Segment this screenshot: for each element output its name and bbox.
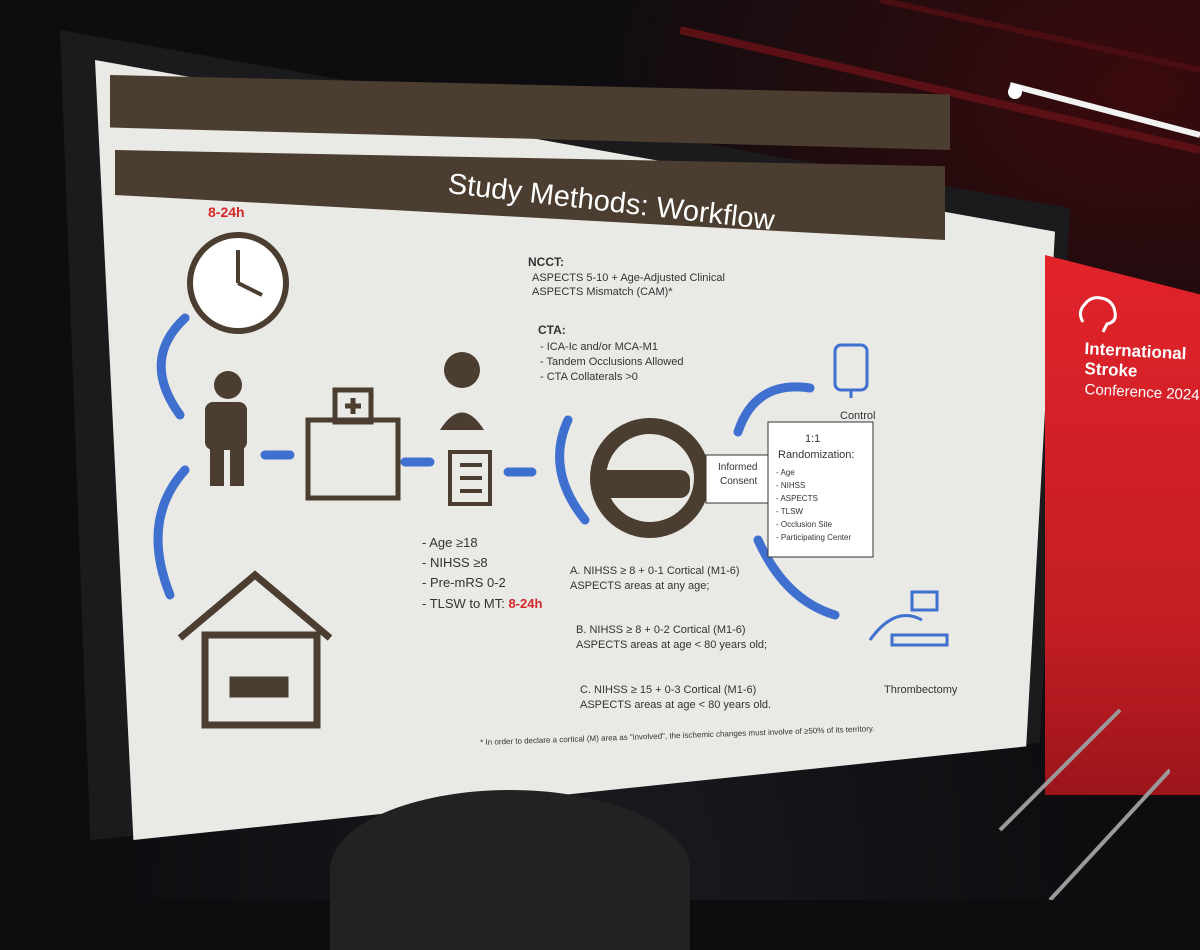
ct-scanner-icon: [590, 418, 710, 538]
clock-icon: [187, 232, 289, 334]
randomization-box: [767, 421, 874, 558]
randomization-ratio: 1:1: [805, 433, 821, 445]
ceiling-truss: [680, 0, 1200, 154]
randomization-factor: - NIHSS: [776, 481, 806, 490]
stage-light-icon: [1008, 85, 1022, 99]
patient-icon: [205, 371, 247, 486]
criteria-tlsw: - TLSW to MT: 8-24h: [422, 596, 542, 612]
option-c-line-2: ASPECTS areas at age < 80 years old.: [580, 699, 772, 711]
criteria-tlsw-window: 8-24h: [508, 596, 543, 611]
hospital-icon: [305, 387, 401, 501]
criteria-tlsw-label: - TLSW to MT:: [422, 596, 509, 611]
brain-logo-icon: [1078, 296, 1117, 333]
cta-line-2: - Tandem Occlusions Allowed: [540, 356, 684, 368]
ncct-heading: NCCT:: [528, 255, 564, 269]
randomization-factor: - Participating Center: [776, 533, 852, 542]
angiography-table-icon: [868, 590, 949, 647]
ncct-line-1: ASPECTS 5-10 + Age-Adjusted Clinical: [532, 272, 725, 284]
home-icon: [177, 570, 333, 729]
option-a-line-2: ASPECTS areas at any age;: [570, 580, 710, 592]
checklist-icon: [448, 450, 492, 506]
cta-heading: CTA:: [538, 323, 566, 337]
ncct-line-2: ASPECTS Mismatch (CAM)*: [532, 286, 673, 298]
option-c-line-1: C. NIHSS ≥ 15 + 0-3 Cortical (M1-6): [580, 684, 757, 696]
option-b-line-1: B. NIHSS ≥ 8 + 0-2 Cortical (M1-6): [576, 624, 746, 636]
cta-line-1: - ICA-Ic and/or MCA-M1: [540, 341, 658, 353]
doctor-icon: [440, 352, 484, 430]
flow-arrows: [153, 313, 840, 620]
consent-line-2: Consent: [720, 476, 758, 487]
consent-box: [705, 454, 777, 504]
time-window-label: 8-24h: [208, 204, 245, 220]
option-a-line-1: A. NIHSS ≥ 8 + 0-1 Cortical (M1-6): [570, 565, 740, 577]
randomization-label: Randomization:: [778, 449, 855, 461]
criteria-age: - Age ≥18: [422, 535, 478, 550]
randomization-factor: - Age: [776, 468, 795, 477]
consent-line-1: Informed: [718, 462, 758, 473]
audience-head: [330, 790, 690, 950]
control-label: Control: [840, 410, 876, 422]
banner-line-2: Stroke: [1084, 359, 1138, 381]
randomization-factor: - ASPECTS: [776, 494, 818, 503]
conference-banner: [1045, 255, 1200, 795]
iv-bag-icon: [833, 343, 869, 398]
workflow-diagram: [153, 232, 949, 729]
stair-railing: [998, 708, 1170, 900]
criteria-mrs: - Pre-mRS 0-2: [422, 575, 506, 590]
cta-line-3: - CTA Collaterals >0: [540, 371, 638, 383]
criteria-nihss: - NIHSS ≥8: [422, 555, 488, 570]
thrombectomy-label: Thrombectomy: [884, 684, 958, 696]
option-b-line-2: ASPECTS areas at age < 80 years old;: [576, 639, 768, 651]
randomization-factor: - Occlusion Site: [776, 520, 833, 529]
randomization-factor: - TLSW: [776, 507, 803, 516]
